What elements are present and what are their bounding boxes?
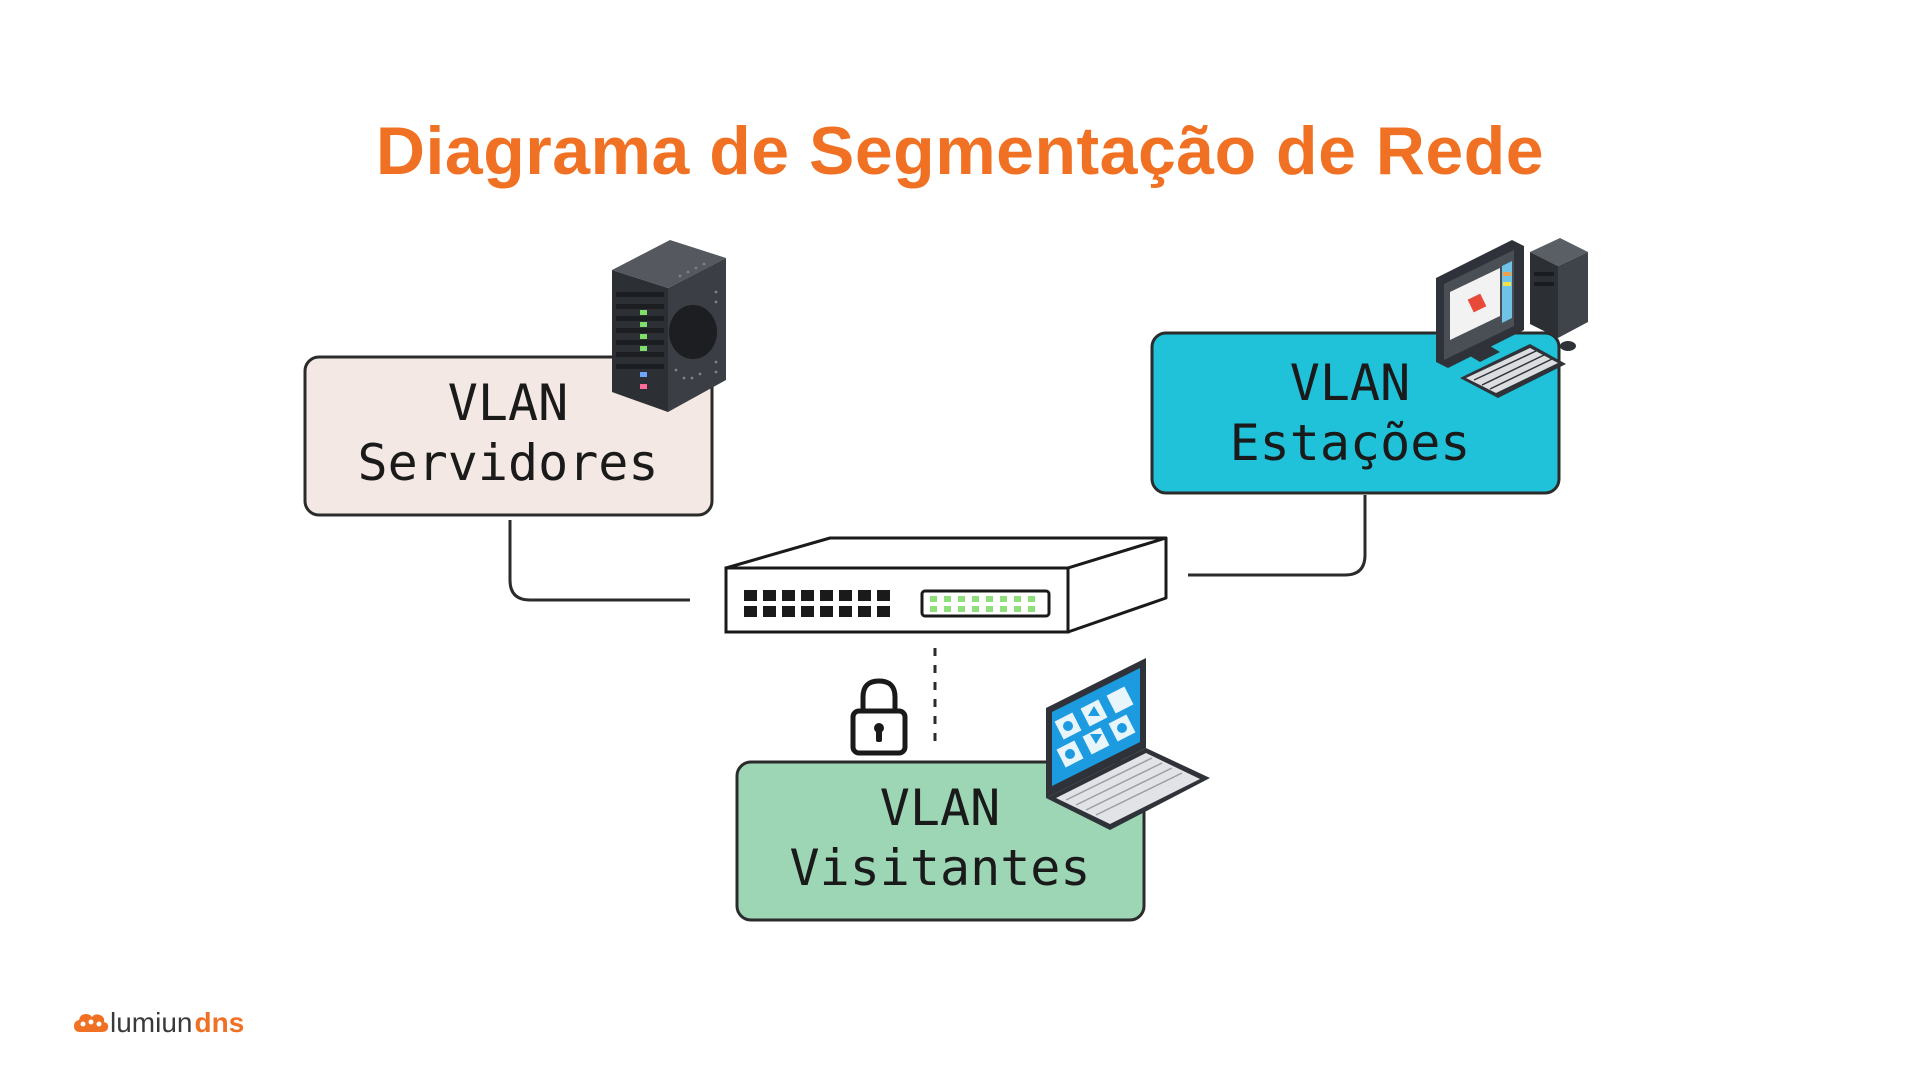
logo-text-dns: dns [194,1007,245,1038]
switch-led-panel [920,589,1051,618]
page-title: Diagrama de Segmentação de Rede [375,113,1545,189]
vlan-servidores-box [303,355,714,517]
desktop-computer-icon [1436,238,1588,398]
vlan-servidores-node: VLAN Servidores [303,355,714,517]
network-switch-icon [724,536,1168,634]
vlan-visitantes-box [735,760,1146,922]
cloud-logo-icon [74,1014,109,1032]
laptop-icon [1046,658,1210,830]
vlan-estacoes-box [1150,331,1561,495]
vlan-visitantes-line2: Visitantes [789,839,1090,897]
vlan-estacoes-line1: VLAN [1290,354,1410,412]
vlan-visitantes-node: VLAN Visitantes [735,760,1146,922]
connector-servidores-switch [508,520,690,602]
vlan-estacoes-node: VLAN Estações [1150,331,1561,495]
vlan-servidores-line2: Servidores [357,434,658,492]
connector-estacoes-switch [1188,495,1367,577]
switch-leds [930,596,1035,612]
server-tower-icon [612,240,726,412]
vlan-servidores-line1: VLAN [448,374,568,432]
logo-text-lumiun: lumiun [110,1007,193,1038]
vlan-estacoes-line2: Estações [1230,414,1471,472]
brand-logo: lumiun dns [72,1003,244,1043]
vlan-visitantes-line1: VLAN [880,779,1000,837]
padlock-icon [850,678,908,756]
switch-ports [744,590,890,617]
